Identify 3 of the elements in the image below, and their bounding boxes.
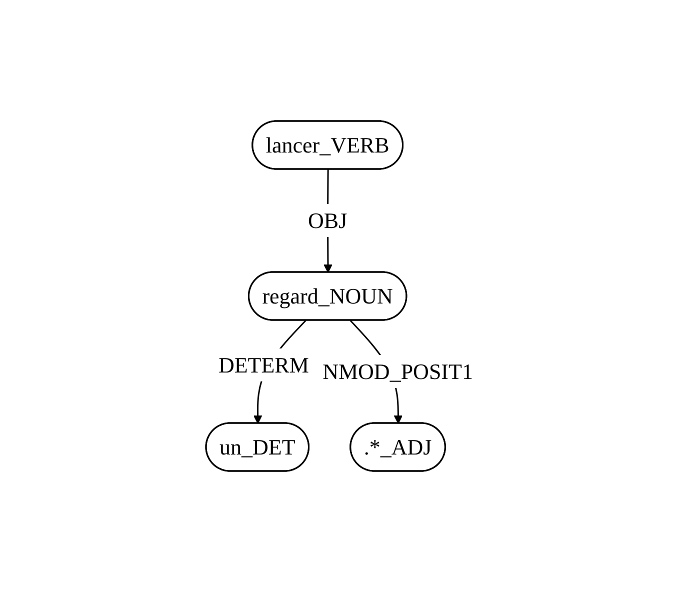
edge-label: DETERM [218,352,308,377]
edge-label: NMOD_POSIT1 [322,358,472,384]
edge-label: OBJ [308,208,347,232]
